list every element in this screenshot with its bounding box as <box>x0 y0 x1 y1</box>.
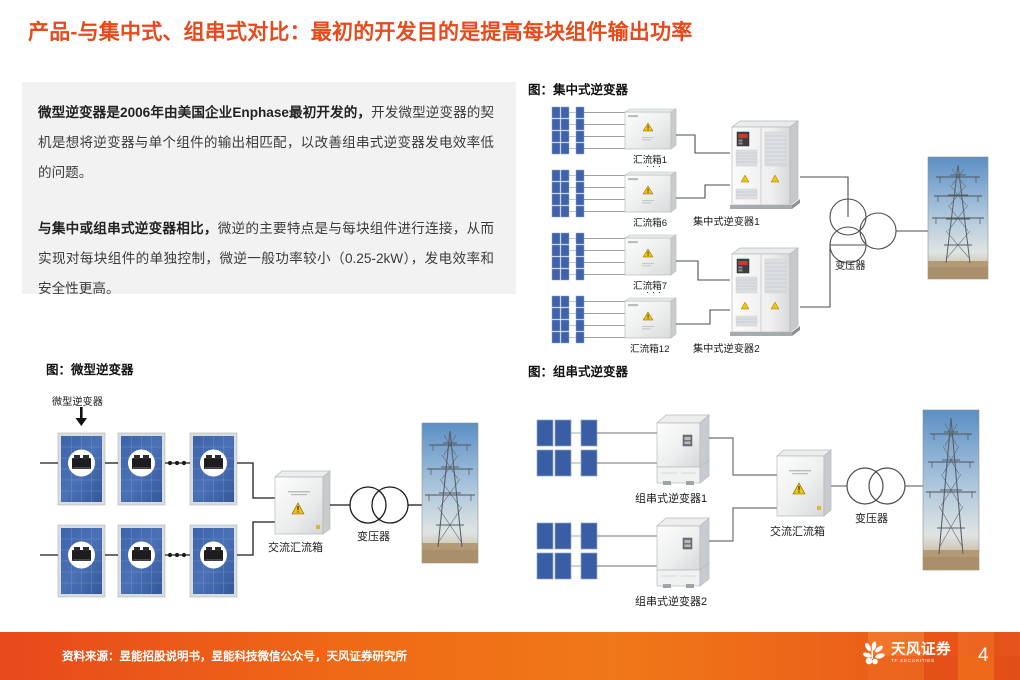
footer-block-4 <box>994 632 1020 656</box>
footer-block-7 <box>958 656 994 680</box>
label-transformer-central: 变压器 <box>835 261 866 272</box>
source-text: 资料来源：昱能招股说明书，昱能科技微信公众号，天风证券研究所 <box>62 651 407 663</box>
diagram-string-inverter: 组串式逆变器1 组串式逆变器2 交流汇流箱 变压器 <box>525 390 1010 610</box>
flower-logo-icon <box>862 641 885 665</box>
diagram-central-inverter: 汇流箱1 · · · 汇流箱6 汇流箱7 · · · 汇流箱12 集中式逆变器1… <box>530 95 1010 355</box>
label-combiner-1: 汇流箱1 <box>633 155 668 166</box>
label-micro-inverter-callout: 微型逆变器 <box>52 397 103 408</box>
paragraph-2-rest: 微逆的主要特点是与每块组件进行连接，从而实现对每块组件的单独控制，微逆一般功率较… <box>38 221 495 296</box>
label-combiner-6: 汇流箱6 <box>633 218 668 229</box>
paragraph-2: 与集中或组串式逆变器相比，微逆的主要特点是与每块组件进行连接，从而实现对每块组件… <box>38 214 494 304</box>
label-transformer-string: 变压器 <box>855 513 888 525</box>
footer-block-3 <box>958 632 994 656</box>
label-ellipsis-1: · · · <box>646 161 661 172</box>
label-transformer-micro: 变压器 <box>357 531 390 543</box>
figure-caption-central: 图：集中式逆变器 <box>528 83 629 97</box>
label-ellipsis-2: · · · <box>646 287 661 298</box>
page-title: 产品-与集中式、组串式对比：最初的开发目的是提高每块组件输出功率 <box>28 21 693 44</box>
company-logo: 天风证券 TF SECURITIES <box>860 641 951 667</box>
label-string-inverter-1: 组串式逆变器1 <box>635 493 708 505</box>
diagram-micro-inverter: 微型逆变器 交流汇流箱 变压器 <box>30 385 490 600</box>
label-central-inverter-1: 集中式逆变器1 <box>693 217 760 228</box>
label-string-inverter-2: 组串式逆变器2 <box>635 596 708 608</box>
footer-bar: 资料来源：昱能招股说明书，昱能科技微信公众号，天风证券研究所 天风证券 TF S… <box>0 632 1020 680</box>
paragraph-1-bold: 微型逆变器是2006年由美国企业Enphase最初开发的， <box>38 105 372 120</box>
paragraph-1-rest: 开发微型逆变器的契机是想将逆变器与单个组件的输出相匹配，以改善组串式逆变器发电效… <box>38 105 494 180</box>
paragraph-1: 微型逆变器是2006年由美国企业Enphase最初开发的，开发微型逆变器的契机是… <box>38 98 494 188</box>
footer-block-8 <box>994 656 1020 680</box>
label-combiner-12: 汇流箱12 <box>630 344 670 355</box>
label-central-inverter-2: 集中式逆变器2 <box>693 344 760 355</box>
figure-caption-micro: 图：微型逆变器 <box>46 363 134 377</box>
figure-caption-string: 图：组串式逆变器 <box>528 365 629 379</box>
footer-block-2 <box>924 632 958 656</box>
label-ac-combiner-string: 交流汇流箱 <box>770 526 825 538</box>
body-text-panel: 微型逆变器是2006年由美国企业Enphase最初开发的，开发微型逆变器的契机是… <box>22 82 516 296</box>
paragraph-2-bold: 与集中或组串式逆变器相比， <box>38 221 218 236</box>
footer-block-6 <box>924 656 958 680</box>
page-number: 4 <box>978 645 989 666</box>
label-ac-combiner-micro: 交流汇流箱 <box>268 542 323 554</box>
logo-text-wrap: 天风证券 TF SECURITIES <box>891 643 951 664</box>
logo-name-en: TF SECURITIES <box>891 658 935 664</box>
label-combiner-7: 汇流箱7 <box>633 281 668 292</box>
logo-name-cn: 天风证券 <box>891 642 951 659</box>
